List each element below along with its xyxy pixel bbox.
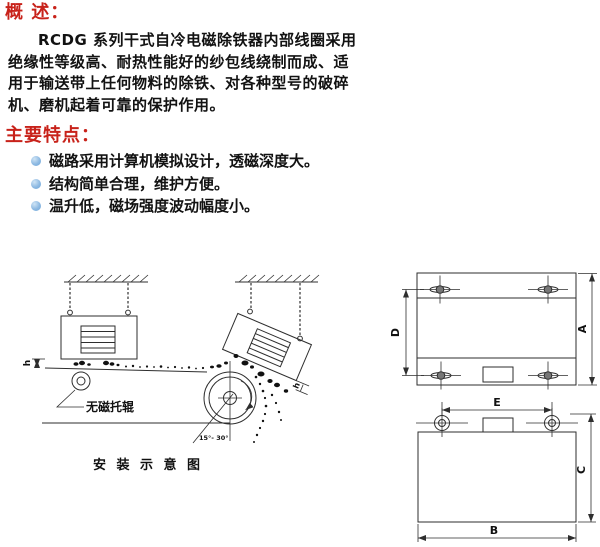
junction-box-top-view bbox=[482, 366, 514, 383]
feature-item: 磁路采用计算机模拟设计，透磁深度大。 bbox=[31, 150, 319, 173]
gap-label-right: h bbox=[291, 381, 302, 390]
feature-item: 温升低，磁场强度波动幅度小。 bbox=[31, 195, 319, 218]
lug-icon bbox=[528, 361, 568, 390]
dim-label-e: E bbox=[493, 396, 501, 409]
separator-body-front-view bbox=[417, 431, 577, 523]
dimension-b: B bbox=[417, 524, 577, 542]
dim-label-b: B bbox=[490, 524, 498, 537]
angle-line bbox=[192, 393, 234, 444]
dimension-drawing-front-view: C B bbox=[416, 408, 596, 542]
features-list: 磁路采用计算机模拟设计，透磁深度大。 结构简单合理，维护方便。 温升低，磁场强度… bbox=[31, 150, 319, 218]
dim-label-c: C bbox=[575, 466, 588, 474]
roller-label: 无磁托辊 bbox=[85, 399, 134, 414]
bullet-icon bbox=[31, 178, 41, 189]
features-heading: 主要特点： bbox=[5, 125, 100, 146]
ceiling-hatch-left bbox=[64, 274, 149, 283]
gap-dimension-left: h bbox=[23, 358, 45, 368]
bullet-icon bbox=[31, 156, 41, 167]
suspension-chains-left bbox=[67, 283, 131, 316]
overview-paragraph: RCDG 系列干式自冷电磁除铁器内部线圈采用绝缘性等级高、耐热性能好的纱包线绕制… bbox=[8, 31, 357, 114]
lug-icon bbox=[421, 361, 461, 390]
feature-text: 磁路采用计算机模拟设计，透磁深度大。 bbox=[49, 152, 320, 170]
installation-caption: 安 装 示 意 图 bbox=[93, 457, 203, 473]
lug-icon bbox=[416, 408, 468, 437]
gap-label-left: h bbox=[23, 360, 33, 366]
technical-diagrams: h 无磁托辊 bbox=[23, 272, 597, 542]
lug-icon bbox=[420, 275, 460, 304]
lug-icon bbox=[528, 275, 568, 304]
rotation-arrow-icon bbox=[240, 380, 254, 411]
dim-label-d: D bbox=[389, 328, 402, 337]
junction-box-front-view bbox=[482, 417, 514, 433]
feature-text: 温升低，磁场强度波动幅度小。 bbox=[49, 197, 260, 215]
angle-label: 15°- 30° bbox=[199, 434, 229, 442]
dimension-e: E bbox=[441, 396, 553, 416]
magnet-separator-tilted: h bbox=[221, 312, 313, 396]
lug-icon bbox=[526, 408, 578, 437]
bullet-icon bbox=[31, 201, 41, 212]
dimension-a: A bbox=[576, 273, 597, 386]
material-on-belt bbox=[73, 360, 228, 370]
feature-item: 结构简单合理，维护方便。 bbox=[31, 173, 319, 196]
feature-text: 结构简单合理，维护方便。 bbox=[49, 174, 230, 193]
dimension-c: C bbox=[570, 413, 596, 523]
magnet-separator-level bbox=[60, 315, 138, 360]
belt-top-line bbox=[44, 367, 208, 373]
overview-heading: 概 述： bbox=[5, 2, 70, 23]
installation-schematic: h 无磁托辊 bbox=[23, 274, 320, 473]
dim-label-a: A bbox=[576, 324, 589, 333]
falling-material bbox=[233, 354, 289, 443]
ceiling-hatch-right bbox=[235, 274, 320, 283]
head-pulley bbox=[203, 361, 257, 441]
dimension-d: D bbox=[389, 289, 424, 376]
idler-roller bbox=[55, 371, 91, 408]
dimension-drawing-top-view: D A E bbox=[389, 272, 597, 416]
